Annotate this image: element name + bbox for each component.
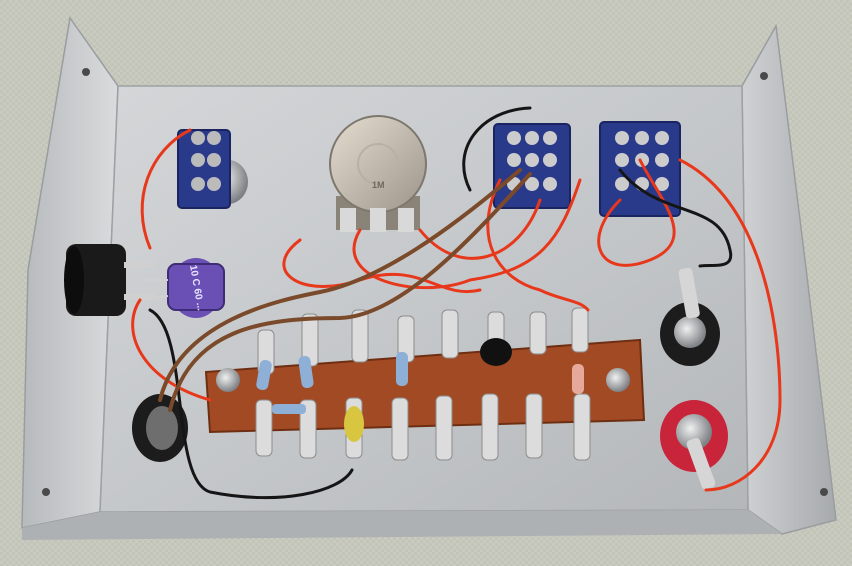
mount-hole [820, 488, 828, 496]
tantalum-capacitor [344, 406, 364, 442]
pot-marking: 1M [372, 180, 385, 190]
resistors [256, 352, 584, 414]
mount-hole [42, 488, 50, 496]
mount-hole [82, 68, 90, 76]
lower-left-jack [132, 394, 188, 462]
mount-hole [760, 72, 768, 80]
chassis-bottom-lip [22, 510, 782, 540]
toggle-switch-left [177, 129, 248, 209]
jack-right-lower [660, 400, 728, 490]
jack-right-upper [660, 267, 720, 366]
dc-power-jack [64, 244, 154, 316]
transistor [480, 338, 512, 366]
dpdt-switch-middle [493, 123, 571, 209]
wiring [131, 106, 782, 500]
electrolytic-capacitor: 10 C 60 ... [139, 258, 225, 318]
potentiometer: 1M [329, 115, 427, 232]
